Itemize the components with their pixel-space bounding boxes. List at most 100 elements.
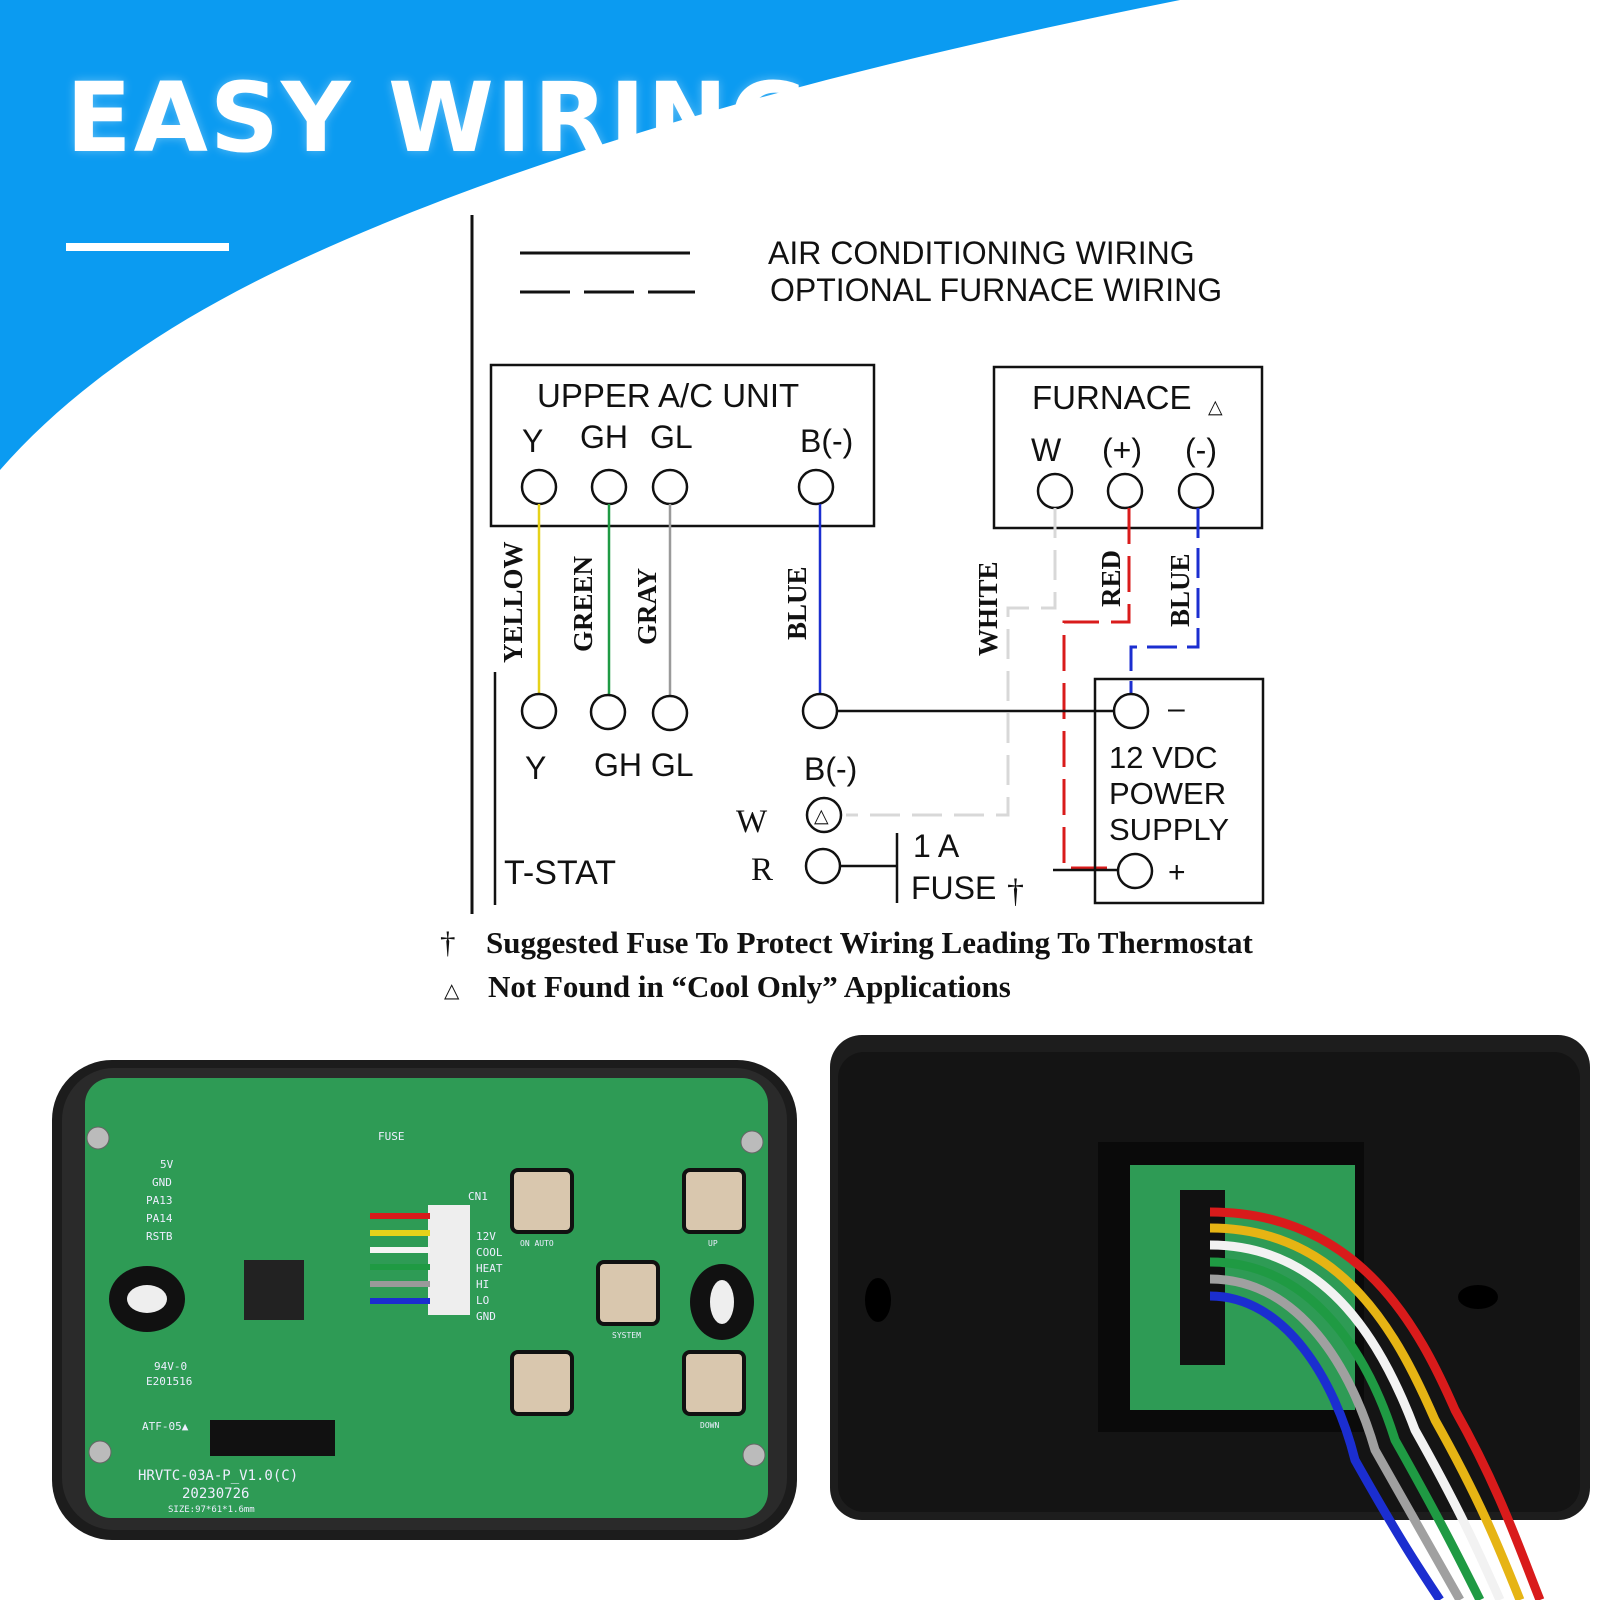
pcb-wire-yellow [370, 1230, 430, 1236]
pcb-mcu-chip [244, 1260, 304, 1320]
wire-label-green: GREEN [568, 555, 598, 652]
case-back-wire-white [1209, 1240, 1505, 1600]
pcb-wire-connector [428, 1205, 470, 1315]
tstat-terminal-gl [651, 694, 689, 732]
tstat-terminal-b [801, 692, 839, 730]
pcb-button-on-auto [510, 1168, 574, 1234]
furnace-terminal-plus [1106, 472, 1144, 510]
case-back-wire-blue [1209, 1291, 1444, 1600]
fuse-dagger: † [1007, 873, 1024, 910]
case-back-wire-green [1209, 1257, 1485, 1600]
fuse-rating: 1 A [913, 828, 960, 864]
pcb-wire-white [370, 1247, 430, 1253]
pcb-button-label-3: DOWN [700, 1421, 719, 1430]
pcb-screw-tr [740, 1130, 764, 1154]
pcb-pin-label-4: RSTB [146, 1230, 173, 1243]
tstat-terminal-y [520, 692, 558, 730]
furnace-terminal-minus [1177, 472, 1215, 510]
pcb-con-label: CN1 [468, 1190, 488, 1203]
footnote-fuse: † Suggested Fuse To Protect Wiring Leadi… [440, 925, 1253, 969]
pcb-button-label-1: UP [708, 1239, 718, 1248]
page-title: EASY WIRING [66, 62, 811, 174]
tstat-terminal-gh [589, 693, 627, 731]
power-supply-negative-terminal [1112, 692, 1150, 730]
tstat-label: T-STAT [504, 854, 616, 892]
tstat-y-label: Y [525, 750, 546, 786]
pcb-button-down [682, 1350, 746, 1416]
pcb-button-up [682, 1168, 746, 1234]
case-back-slot-right [1458, 1285, 1498, 1309]
pcb-button-label-2: SYSTEM [612, 1331, 641, 1340]
pcb-button-label-0: ON AUTO [520, 1239, 554, 1248]
tstat-b-label: B(-) [804, 751, 857, 787]
tstat-w-label: W [736, 804, 768, 840]
power-supply-positive-terminal [1116, 852, 1154, 890]
pcb-mark-1: E201516 [146, 1375, 192, 1388]
pcb-screw-br [742, 1443, 766, 1467]
pcb-mount-hole-right-inner [710, 1280, 734, 1324]
footnote-fuse-text: Suggested Fuse To Protect Wiring Leading… [486, 925, 1253, 960]
pcb-pin-label-2: PA13 [146, 1194, 173, 1207]
pcb-photo: 5V GND PA13 PA14 RSTB 12V COOL HEAT HI L… [52, 1060, 797, 1540]
wire-white-dashed [846, 508, 1057, 817]
power-supply-plus: + [1168, 856, 1186, 889]
footnote-cool-only: △ Not Found in “Cool Only” Applications [440, 969, 1253, 1013]
footnote-cool-only-text: Not Found in “Cool Only” Applications [488, 969, 1011, 1004]
pcb-fuse-label: FUSE [378, 1130, 405, 1143]
pcb-pin-label-0: 5V [160, 1158, 174, 1171]
pcb-pin-label-1: GND [152, 1176, 172, 1189]
ac-unit-title: UPPER A/C UNIT [537, 377, 799, 414]
ac-unit-box [489, 363, 876, 528]
pcb-wire-gray [370, 1281, 430, 1287]
furnace-terminal-w-label: W [1031, 432, 1062, 468]
wire-blue-furnace-dashed [1129, 508, 1200, 694]
pcb-wire-blue [370, 1298, 430, 1304]
pcb-button-system [596, 1260, 660, 1326]
pcb-screw-tl [86, 1126, 110, 1150]
tstat-ghgl-label: GH GL [594, 747, 694, 783]
footnotes: † Suggested Fuse To Protect Wiring Leadi… [440, 925, 1253, 1013]
tstat-r-label: R [751, 852, 773, 888]
tstat-terminal-w [805, 796, 843, 834]
pcb-wire-green [370, 1264, 430, 1270]
pcb-size: SIZE:97*61*1.6mm [168, 1505, 255, 1515]
pcb-mark-2: ATF-05▲ [142, 1420, 189, 1433]
footnote-triangle-symbol: △ [444, 980, 460, 1002]
footnote-dagger-symbol: † [440, 925, 456, 960]
pcb-conn-label-3: HI [476, 1278, 489, 1291]
wire-label-blue-ac: BLUE [782, 566, 812, 640]
wire-label-red: RED [1096, 550, 1126, 607]
ac-terminal-b [797, 468, 835, 506]
power-supply-line2: POWER [1109, 776, 1226, 811]
pcb-conn-label-4: LO [476, 1294, 489, 1307]
ac-terminal-gh [590, 468, 628, 506]
pcb-conn-label-5: GND [476, 1310, 496, 1323]
ac-terminal-b-label: B(-) [800, 423, 853, 459]
power-supply-line1: 12 VDC [1109, 740, 1218, 775]
wire-label-blue-furnace: BLUE [1165, 553, 1195, 627]
case-back-photo [830, 1035, 1590, 1600]
ac-terminal-gh-label: GH [580, 419, 628, 455]
ac-terminal-gl-label: GL [650, 419, 693, 455]
pcb-conn-label-2: HEAT [476, 1262, 503, 1275]
tstat-terminal-r [804, 847, 842, 885]
furnace-terminal-plus-label: (+) [1102, 432, 1142, 468]
ac-terminal-y [520, 468, 558, 506]
case-back-wire-red [1209, 1207, 1545, 1600]
furnace-terminal-minus-label: (-) [1185, 432, 1217, 468]
wire-label-yellow: YELLOW [498, 541, 528, 663]
pcb-button-left [510, 1350, 574, 1416]
header-swoosh [0, 0, 1180, 470]
wire-label-gray: GRAY [632, 568, 662, 645]
title-underline [66, 243, 229, 251]
power-supply-line3: SUPPLY [1109, 812, 1229, 847]
power-supply-box [1093, 677, 1265, 905]
pcb-wire-red [370, 1213, 430, 1219]
wire-label-white: WHITE [973, 561, 1003, 656]
fuse-label: FUSE [911, 870, 996, 906]
legend-solid-label: AIR CONDITIONING WIRING [768, 235, 1195, 271]
pcb-header-connector [210, 1420, 335, 1456]
